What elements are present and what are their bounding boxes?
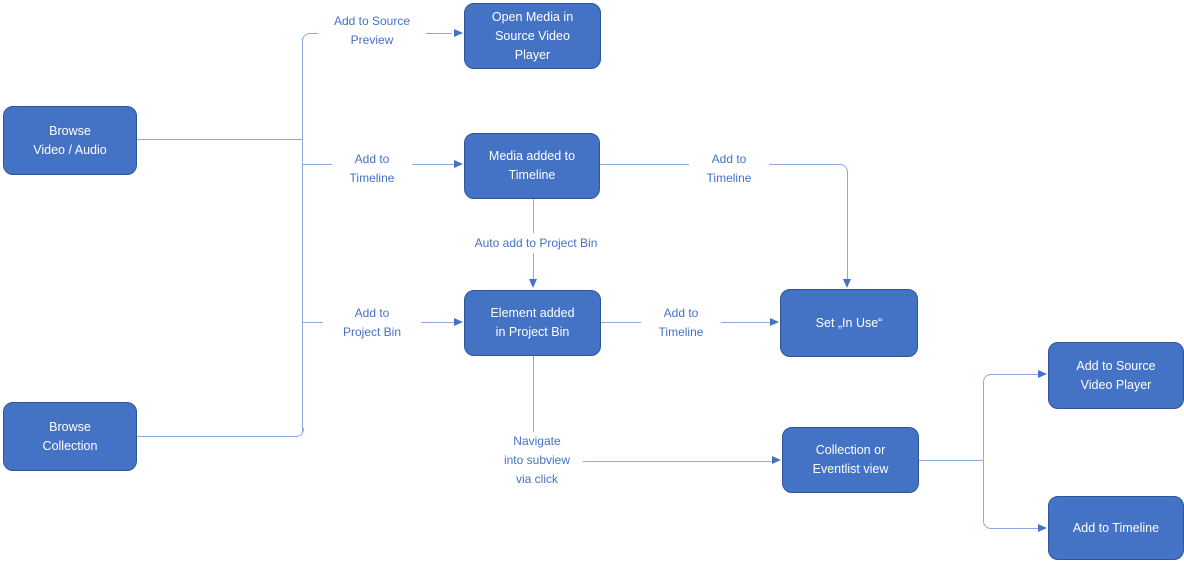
node-add-to-source-video-player: Add to Source Video Player — [1048, 342, 1184, 409]
edge-label-auto-add-to-project-bin: Auto add to Project Bin — [454, 233, 618, 253]
node-media-added-to-timeline: Media added to Timeline — [464, 133, 600, 199]
connector-element-to-collection-view — [532, 355, 772, 462]
node-add-to-timeline: Add to Timeline — [1048, 496, 1184, 560]
node-browse-collection: Browse Collection — [3, 402, 137, 471]
node-set-in-use: Set „In Use“ — [780, 289, 918, 357]
connector-trunk-vertical — [302, 38, 304, 432]
edge-label-add-to-project-bin: Add to Project Bin — [323, 304, 421, 342]
connector-branch-to-add-timeline — [983, 459, 1039, 530]
connector-browse-collection-to-trunk — [137, 428, 304, 437]
edge-label-add-to-timeline-from-media: Add to Timeline — [689, 150, 769, 188]
connector-arrowhead-collection-view — [771, 455, 781, 464]
node-open-media-in-source-video-player: Open Media in Source Video Player — [464, 3, 601, 69]
connector-collection-to-branch — [919, 459, 984, 461]
connector-arrowhead-open-media — [454, 29, 463, 37]
edge-label-add-to-timeline-from-browse: Add to Timeline — [332, 150, 412, 188]
connector-arrowhead-media-added — [454, 159, 463, 168]
connector-arrowhead-add-timeline — [1038, 523, 1047, 532]
connector-arrowhead-element-added — [454, 317, 463, 326]
edge-label-navigate-into-subview: Navigate into subview via click — [491, 432, 583, 489]
node-collection-or-eventlist-view: Collection or Eventlist view — [782, 427, 919, 493]
connector-browse-video-to-trunk — [137, 138, 303, 140]
node-browse-video-audio: Browse Video / Audio — [3, 106, 137, 175]
edge-label-add-to-source-preview: Add to Source Preview — [318, 11, 426, 50]
node-element-added-in-project-bin: Element added in Project Bin — [464, 290, 601, 356]
connector-arrowhead-add-source-player — [1038, 369, 1047, 378]
connector-arrowhead-set-in-use-left — [770, 317, 779, 326]
connector-arrowhead-element-top — [528, 279, 537, 288]
connector-branch-to-add-source-player — [983, 374, 1039, 461]
connector-arrowhead-set-in-use-top — [842, 279, 851, 288]
edge-label-add-to-timeline-from-element: Add to Timeline — [641, 304, 721, 342]
